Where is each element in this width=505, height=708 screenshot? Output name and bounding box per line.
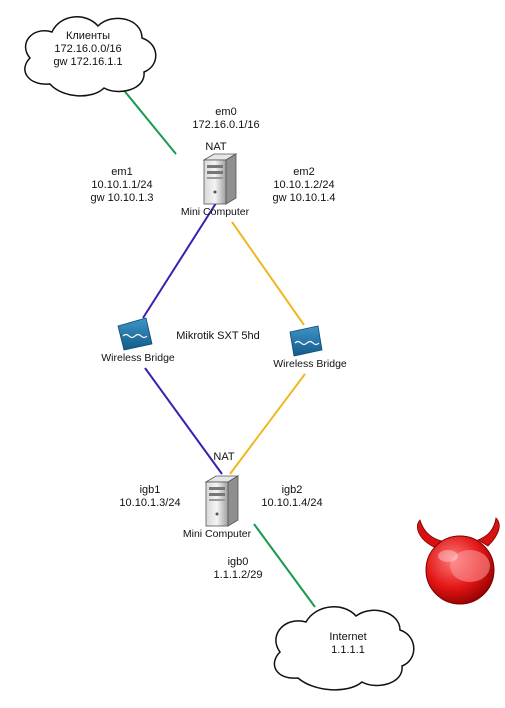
link-left-bridge-igb1 [144,367,223,475]
em0-label: em0 172.16.0.1/16 [176,106,276,132]
clients-cloud-icon [24,16,157,97]
em2-ip: 10.10.1.2/24 [273,179,335,191]
igb2-name: igb2 [281,484,303,496]
internet-ip: 1.1.1.1 [331,644,365,656]
em1-gateway: gw 10.10.1.3 [90,192,154,204]
internet-cloud-label: Internet 1.1.1.1 [306,631,390,657]
link-right-bridge-igb2 [229,373,306,475]
em0-name: em0 [215,106,237,118]
em1-label: em1 10.10.1.1/24 gw 10.10.1.3 [82,166,162,205]
top-nat-label: NAT [205,141,227,153]
igb1-name: igb1 [139,484,161,496]
left-bridge-name: Wireless Bridge [101,352,175,364]
clients-cloud-label: Клиенты 172.16.0.0/16 gw 172.16.1.1 [48,30,128,69]
igb0-ip: 1.1.1.2/29 [213,569,263,581]
bottom-server-icon [204,475,240,527]
link-em2-right-bridge [231,221,305,326]
link-em1-left-bridge [142,199,219,319]
em2-label: em2 10.10.1.2/24 gw 10.10.1.4 [264,166,344,205]
link-clients-em0 [121,87,177,155]
igb0-label: igb0 1.1.1.2/29 [196,556,280,582]
igb0-name: igb0 [227,556,249,568]
internet-cloud-icon [273,606,415,691]
igb1-label: igb1 10.10.1.3/24 [108,484,192,510]
clients-title: Клиенты [65,30,111,42]
bottom-nat-label: NAT [213,451,235,463]
clients-gateway: gw 172.16.1.1 [53,56,123,68]
em2-name: em2 [293,166,315,178]
igb2-label: igb2 10.10.1.4/24 [250,484,334,510]
em2-gateway: gw 10.10.1.4 [272,192,336,204]
em1-name: em1 [111,166,133,178]
igb1-ip: 10.10.1.3/24 [119,497,181,509]
internet-title: Internet [329,631,367,643]
em1-ip: 10.10.1.1/24 [91,179,153,191]
bottom-server-name: Mini Computer [182,528,252,540]
right-bridge-name: Wireless Bridge [273,358,347,370]
em0-ip: 172.16.0.1/16 [192,119,260,131]
link-igb0-internet [253,523,316,608]
igb2-ip: 10.10.1.4/24 [261,497,323,509]
bridge-model-label: Mikrotik SXT 5hd [176,330,260,342]
right-wireless-bridge-icon [289,325,323,357]
left-wireless-bridge-icon [117,317,153,351]
top-server-icon [202,153,238,205]
freebsd-logo-icon [417,517,500,605]
clients-network: 172.16.0.0/16 [54,43,122,55]
top-server-name: Mini Computer [180,206,250,218]
